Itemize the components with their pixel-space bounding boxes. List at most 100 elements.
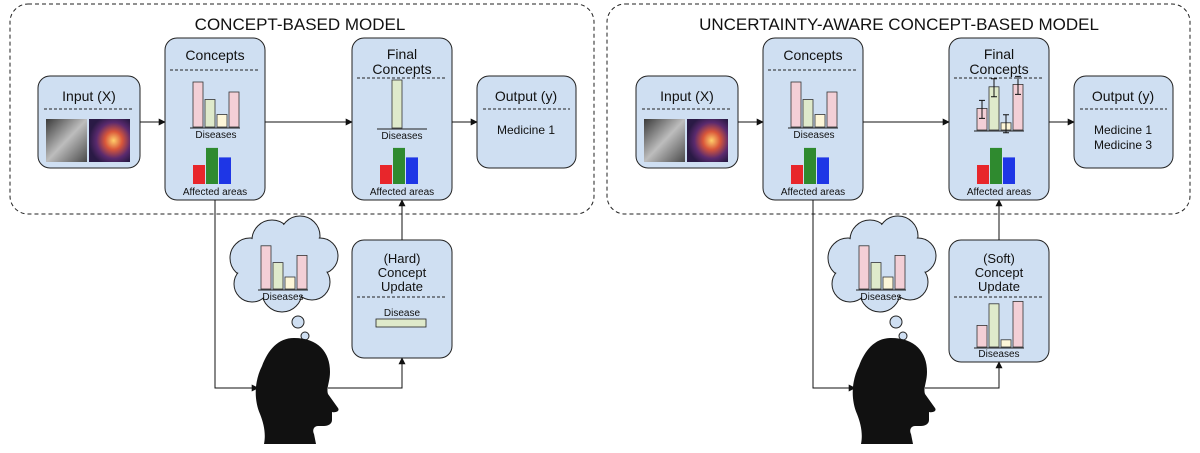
right-thought-disease-bars	[858, 245, 906, 290]
left-final-title-2: Concepts	[372, 61, 431, 77]
left-final-diseases-label: Diseases	[381, 131, 422, 142]
left-input-box: Input (X)	[37, 75, 141, 169]
left-thought-label: Diseases	[262, 292, 303, 303]
right-output-title: Output (y)	[1092, 88, 1154, 104]
right-output-box: Output (y) Medicine 1 Medicine 3	[1073, 75, 1174, 169]
left-thought-disease-bars	[260, 245, 308, 290]
left-concepts-box: Concepts Diseases Affected areas	[164, 37, 266, 201]
right-update-disease-bars-bar-3	[1000, 339, 1012, 348]
right-concepts-diseases-label: Diseases	[793, 130, 834, 141]
left-update-title-2: Concept	[378, 265, 427, 280]
left-concepts-disease-bars-bar-3	[216, 114, 228, 128]
left-concepts-disease-bars-bar-4	[228, 91, 240, 128]
left-concepts-disease-bars-bar-1	[192, 81, 204, 128]
right-update-disease-bars-bar-2	[988, 303, 1000, 348]
left-heatmap-image	[89, 119, 130, 162]
right-concepts-affected-label: Affected areas	[781, 187, 845, 198]
left-concepts-affected-label: Affected areas	[183, 187, 247, 198]
right-concepts-affected-bars	[791, 147, 829, 184]
left-update-bar	[375, 318, 427, 328]
left-update-bar-label: Disease	[384, 308, 421, 319]
left-output-box: Output (y) Medicine 1	[476, 75, 577, 169]
left-concepts-diseases-label: Diseases	[195, 130, 236, 141]
left-concepts-title: Concepts	[185, 47, 244, 63]
left-thought-disease-bars-bar-4	[296, 254, 308, 290]
left-thought-disease-bars-bar-3	[284, 276, 296, 290]
left-xray-image	[46, 119, 87, 162]
left-concepts-disease-bars	[192, 81, 240, 128]
left-panel: CONCEPT-BASED MODEL Input (X) Concepts D…	[9, 3, 595, 444]
right-concepts-disease-bars-bar-3	[814, 114, 826, 128]
right-arrow-concepts-to-person	[812, 200, 856, 392]
right-concepts-disease-bars-bar-2	[802, 99, 814, 128]
right-final-title-2: Concepts	[969, 61, 1028, 77]
right-final-disease-bars-error-bar-3	[1003, 114, 1009, 134]
right-thought-disease-bars-bar-1	[858, 245, 870, 290]
left-update-title-3: Update	[381, 279, 423, 294]
left-model-title: CONCEPT-BASED MODEL	[195, 15, 406, 34]
right-concepts-affected-bars-bar-2	[804, 147, 816, 184]
right-final-title-1: Final	[984, 46, 1014, 62]
left-model-frame	[9, 3, 595, 215]
right-thought-disease-bars-bar-4	[894, 254, 906, 290]
right-input-box: Input (X)	[635, 75, 739, 169]
left-output-title: Output (y)	[495, 88, 557, 104]
right-update-bar-label: Diseases	[978, 349, 1019, 360]
right-update-title-2: Concept	[975, 265, 1024, 280]
left-thought-disease-bars-bar-2	[272, 262, 284, 290]
left-final-affected-label: Affected areas	[370, 187, 434, 198]
right-thought-disease-bars-bar-2	[870, 262, 882, 290]
right-concepts-affected-bars-bar-3	[817, 157, 829, 184]
left-concepts-disease-bars-bar-2	[204, 99, 216, 128]
right-final-affected-label: Affected areas	[967, 187, 1031, 198]
right-update-title-1: (Soft)	[983, 251, 1015, 266]
right-model-title: UNCERTAINTY-AWARE CONCEPT-BASED MODEL	[699, 15, 1099, 34]
left-final-title-1: Final	[387, 46, 417, 62]
right-concepts-title: Concepts	[783, 47, 842, 63]
left-update-title-1: (Hard)	[384, 251, 421, 266]
right-final-disease-bars-error-bar-4	[1015, 75, 1021, 95]
right-concepts-box: Concepts Diseases Affected areas	[762, 37, 864, 201]
right-update-title-3: Update	[978, 279, 1020, 294]
right-update-disease-bars-bar-1	[976, 324, 988, 348]
right-final-disease-bars	[976, 75, 1024, 134]
right-final-affected-bars	[977, 147, 1015, 184]
right-final-disease-bars-error-bar-1	[979, 99, 985, 119]
right-thought-disease-bars-bar-3	[882, 276, 894, 290]
left-final-affected-bars-bar-3	[406, 157, 418, 184]
left-concepts-affected-bars	[193, 147, 231, 184]
left-output-line-1: Medicine 1	[497, 123, 555, 137]
right-final-affected-bars-bar-1	[977, 165, 989, 184]
right-heatmap-image	[687, 119, 728, 162]
left-final-affected-bars-bar-1	[380, 165, 392, 184]
right-person-silhouette-icon	[852, 338, 936, 444]
left-concepts-affected-bars-bar-2	[206, 147, 218, 184]
left-final-concepts-box: Final Concepts Diseases Affected areas	[351, 37, 453, 201]
left-update-box: (Hard) Concept Update Disease	[351, 239, 453, 359]
right-output-line-2: Medicine 3	[1094, 138, 1152, 152]
left-arrow-person-to-update	[328, 357, 406, 389]
left-final-disease-bars-bar-2	[391, 79, 403, 129]
left-final-affected-bars-bar-2	[393, 147, 405, 184]
right-final-affected-bars-bar-2	[990, 147, 1002, 184]
right-arrow-person-to-update	[925, 361, 1003, 389]
right-thought-label: Diseases	[860, 292, 901, 303]
left-final-disease-bars	[391, 79, 403, 129]
right-output-line-1: Medicine 1	[1094, 123, 1152, 137]
right-final-affected-bars-bar-3	[1003, 157, 1015, 184]
left-person-silhouette-icon	[255, 338, 339, 444]
right-concepts-disease-bars	[790, 81, 838, 128]
right-update-disease-bars	[976, 300, 1024, 348]
left-concepts-affected-bars-bar-3	[219, 157, 231, 184]
right-concepts-disease-bars-bar-1	[790, 81, 802, 128]
right-model-frame	[606, 3, 1191, 215]
right-input-title: Input (X)	[660, 88, 714, 104]
right-thought-cloud: Diseases	[827, 215, 937, 341]
left-concepts-affected-bars-bar-1	[193, 165, 205, 184]
left-input-title: Input (X)	[62, 88, 116, 104]
left-arrow-concepts-to-person	[214, 200, 259, 392]
right-final-concepts-box: Final Concepts Affected areas	[948, 37, 1050, 201]
right-update-box: (Soft) Concept Update Diseases	[948, 239, 1050, 363]
right-panel: UNCERTAINTY-AWARE CONCEPT-BASED MODEL In…	[606, 3, 1191, 444]
